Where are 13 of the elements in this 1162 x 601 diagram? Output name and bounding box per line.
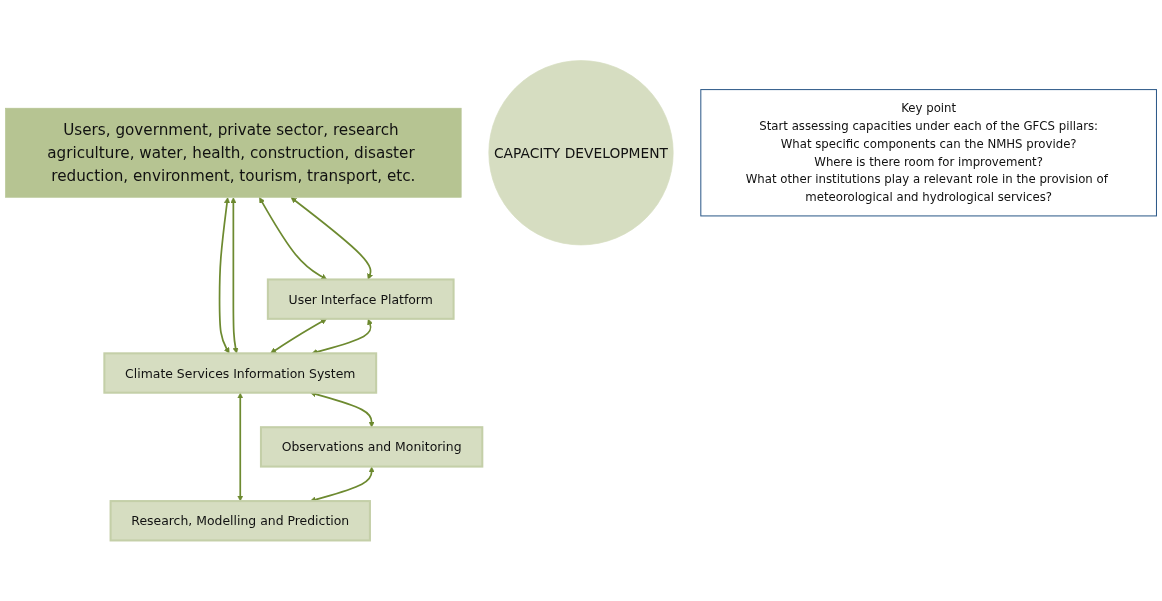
node-box: Key point Start assessing capacities under each of the GFCS pillars: What specific components can the NMHS provide? Where is there room for improvement? What other institutions play a relevant role in the provision of meteorological and hydrological services? [700, 89, 1157, 217]
arrow [237, 392, 244, 502]
arrow [290, 197, 373, 280]
node-circle: CAPACITY DEVELOPMENT [488, 60, 674, 246]
arrow [230, 197, 239, 354]
arrow [259, 197, 328, 280]
node-box: User Interface Platform [266, 278, 455, 320]
arrow [270, 318, 327, 354]
node-box: Users, government, private sector, research agriculture, water, health, construction, disaster reduction, environment, tourism, transport, etc. [5, 107, 462, 198]
node-box: Climate Services Information System [103, 352, 378, 394]
node-box: Research, Modelling and Prediction [109, 500, 371, 542]
node-box: Observations and Monitoring [259, 426, 484, 468]
arrow [218, 197, 231, 354]
